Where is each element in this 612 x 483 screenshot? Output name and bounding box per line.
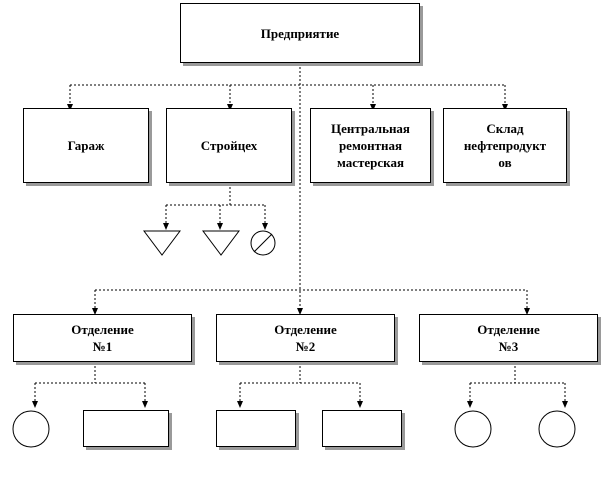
dept3-circle-right	[538, 410, 576, 448]
department-node-2: Отделение №2	[216, 314, 395, 362]
circle-slash-line	[253, 233, 273, 253]
unit-node-stroycekh: Стройцех	[166, 108, 292, 183]
unit-node-central-workshop: Центральная ремонтная мастерская	[310, 108, 431, 183]
dept1-circle	[12, 410, 50, 448]
dept2-child-box-right	[322, 410, 402, 447]
unit-node-fuel-warehouse: Склад нефтепродукт ов	[443, 108, 567, 183]
root-node-label: Предприятие	[260, 25, 340, 41]
department-node-label: Отделение №3	[477, 322, 540, 354]
dept2-child-box-left	[216, 410, 296, 447]
unit-node-label: Стройцех	[200, 138, 258, 153]
dept1-child-box	[83, 410, 169, 447]
dept3-circle-left	[454, 410, 492, 448]
unit-node-label: Склад нефтепродукт ов	[463, 121, 547, 170]
triangle-shape-2	[202, 230, 240, 256]
department-node-label: Отделение №1	[71, 322, 134, 354]
unit-node-label: Центральная ремонтная мастерская	[331, 121, 410, 170]
root-node: Предприятие	[180, 3, 420, 63]
department-node-label: Отделение №2	[274, 322, 337, 354]
triangle-shape-1	[143, 230, 181, 256]
unit-node-label: Гараж	[67, 138, 105, 153]
unit-node-garage: Гараж	[23, 108, 149, 183]
department-node-3: Отделение №3	[419, 314, 598, 362]
department-node-1: Отделение №1	[13, 314, 192, 362]
